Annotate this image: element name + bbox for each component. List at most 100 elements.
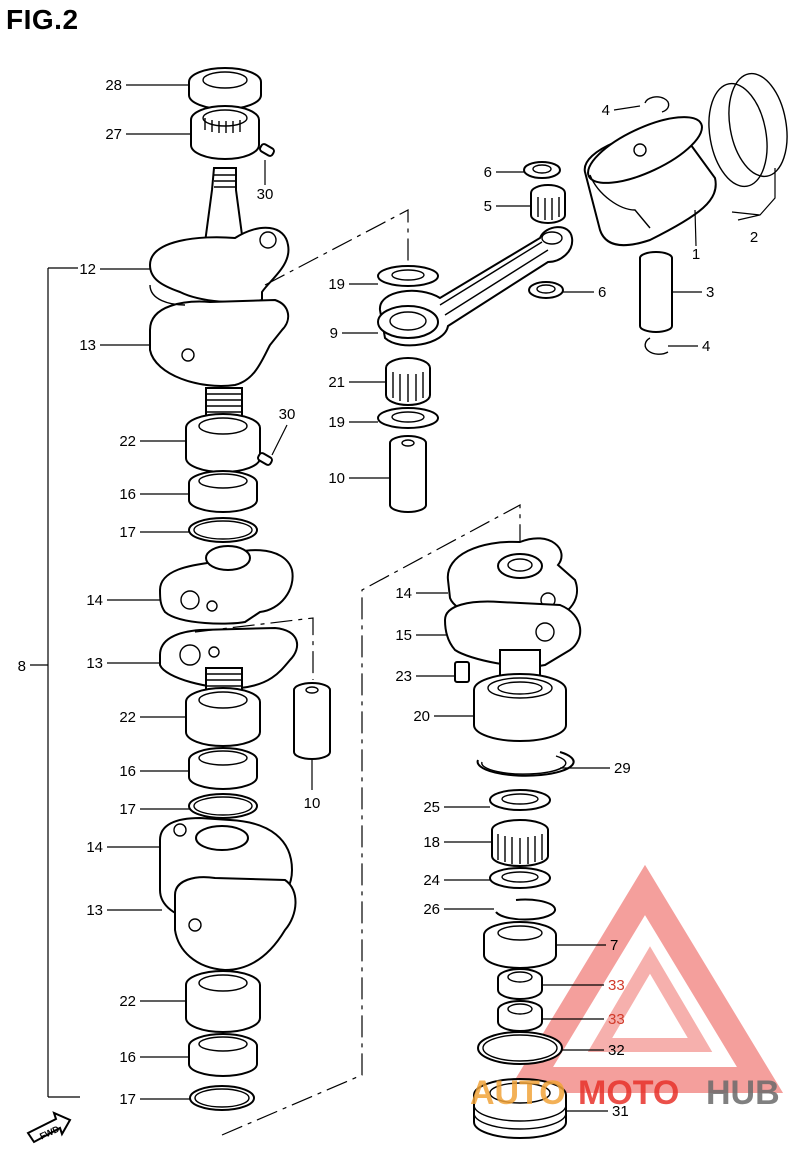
bearing-27 — [190, 105, 260, 160]
seal-16-lower — [188, 1033, 258, 1077]
callout-label-6: 6 — [598, 284, 606, 301]
ring-17-lower — [189, 1085, 255, 1111]
circlip-26 — [495, 898, 557, 921]
key-23 — [454, 661, 470, 683]
callout-label-17: 17 — [119, 524, 136, 541]
callout-leader-1 — [694, 209, 697, 247]
bearing-22-lower — [185, 970, 261, 1033]
callout-label-8: 8 — [18, 658, 26, 675]
connecting-rod-9 — [377, 226, 574, 347]
callout-label-22: 22 — [119, 433, 136, 450]
callout-label-6: 6 — [484, 164, 492, 181]
ball-bearing-20 — [473, 673, 567, 742]
callout-label-28: 28 — [105, 77, 122, 94]
callout-label-4: 4 — [702, 338, 710, 355]
seal-16-middle — [188, 747, 258, 790]
circlip-4-bottom — [644, 337, 669, 355]
crank-pin-10-upper — [389, 435, 427, 513]
callout-label-17: 17 — [119, 801, 136, 818]
callout-label-29: 29 — [614, 760, 631, 777]
circlip-4-top — [644, 96, 670, 113]
callout-label-30: 30 — [279, 406, 296, 423]
callout-label-32: 32 — [608, 1042, 625, 1059]
seal-33-lower — [497, 1000, 543, 1032]
washer-19-upper — [377, 265, 439, 287]
dowel-pin-30-mid — [257, 452, 273, 466]
callout-label-14: 14 — [86, 592, 103, 609]
callout-label-13: 13 — [86, 902, 103, 919]
watermark-word-1: AUTO — [470, 1074, 566, 1112]
assembly-line-lower — [221, 503, 521, 1136]
callout-label-19: 19 — [328, 414, 345, 431]
washer-19-lower — [377, 407, 439, 429]
callout-label-26: 26 — [423, 901, 440, 918]
needle-bearing-21 — [385, 357, 431, 406]
callout-label-10: 10 — [304, 795, 321, 812]
callout-label-16: 16 — [119, 486, 136, 503]
callout-label-18: 18 — [423, 834, 440, 851]
piston-1 — [583, 116, 717, 247]
callout-label-4: 4 — [602, 102, 610, 119]
gear-18 — [491, 819, 549, 867]
callout-label-20: 20 — [413, 708, 430, 725]
callout-label-16: 16 — [119, 763, 136, 780]
crank-web-14-15-right — [443, 537, 582, 679]
callout-label-2: 2 — [750, 229, 758, 246]
bearing-housing-31 — [473, 1078, 567, 1139]
ring-17-middle — [188, 793, 258, 819]
callout-label-27: 27 — [105, 126, 122, 143]
needle-bearing-5 — [530, 184, 566, 224]
crankshaft-upper-seal-28 — [188, 67, 262, 110]
piston-pin-3 — [639, 251, 673, 333]
callout-label-19: 19 — [328, 276, 345, 293]
crank-web-14-13-lower — [159, 816, 297, 972]
callout-label-3: 3 — [706, 284, 714, 301]
callout-label-14: 14 — [395, 585, 412, 602]
washer-6-top — [523, 161, 561, 179]
seal-33-upper — [497, 968, 543, 1000]
callout-label-10: 10 — [328, 470, 345, 487]
callout-label-12: 12 — [79, 261, 96, 278]
watermark-word-3: HUB — [706, 1074, 780, 1112]
callout-label-24: 24 — [423, 872, 440, 889]
assembly-line-mid — [194, 617, 314, 680]
callout-label-15: 15 — [395, 627, 412, 644]
ring-17-upper — [188, 517, 258, 543]
snap-ring-29 — [476, 751, 575, 777]
assembly-bracket-8 — [30, 267, 80, 1098]
fwd-arrow: FWD — [26, 1111, 72, 1144]
callout-label-17: 17 — [119, 1091, 136, 1108]
callout-label-30: 30 — [257, 186, 274, 203]
callout-label-31: 31 — [612, 1103, 629, 1120]
washer-24 — [489, 867, 551, 889]
callout-label-25: 25 — [423, 799, 440, 816]
washer-25 — [489, 789, 551, 811]
callout-label-13: 13 — [86, 655, 103, 672]
callout-label-13: 13 — [79, 337, 96, 354]
callout-label-22: 22 — [119, 709, 136, 726]
crank-web-12-13-upper — [148, 226, 290, 387]
callout-labels: 2827301213223016171413221617141322161781… — [18, 77, 759, 1120]
washer-6-lower — [528, 281, 564, 299]
callout-leader-30 — [271, 424, 288, 456]
callout-label-16: 16 — [119, 1049, 136, 1066]
callout-label-33: 33 — [608, 977, 625, 994]
callout-label-14: 14 — [86, 839, 103, 856]
bearing-7 — [483, 921, 557, 969]
crank-web-14-13-middle — [158, 545, 299, 690]
bearing-22-middle — [185, 687, 261, 747]
crank-pin-10-lower — [293, 682, 331, 760]
assembly-line-upper — [264, 209, 409, 286]
callout-leader-4 — [613, 105, 641, 111]
callout-label-33: 33 — [608, 1011, 625, 1028]
o-ring-32 — [477, 1031, 563, 1065]
callout-label-1: 1 — [692, 246, 700, 263]
callout-label-9: 9 — [330, 325, 338, 342]
figure-title: FIG.2 — [6, 4, 79, 35]
callout-label-7: 7 — [610, 937, 618, 954]
callout-label-22: 22 — [119, 993, 136, 1010]
dowel-pin-30-top — [259, 143, 275, 157]
callout-label-21: 21 — [328, 374, 345, 391]
